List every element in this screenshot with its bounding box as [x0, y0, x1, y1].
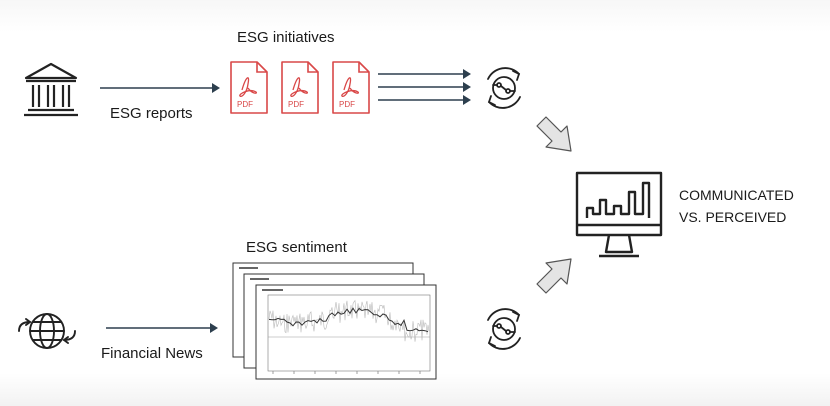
block-arrow-up: [536, 258, 572, 294]
esg-reports-label: ESG reports: [110, 105, 193, 122]
perceived-line: VS. PERCEIVED: [679, 209, 787, 225]
pdf-file-1-label: PDF: [237, 100, 253, 109]
globe-exchange-icon: [18, 313, 76, 349]
pdf-file-icon: PDF: [281, 61, 319, 114]
communicated-line: COMMUNICATED: [679, 187, 794, 203]
esg-initiatives-label: ESG initiatives: [237, 29, 335, 46]
financial-news-label: Financial News: [101, 345, 203, 362]
chart-page-front: [255, 284, 437, 380]
pdf-file-1: PDF: [228, 60, 270, 121]
pdf-file-icon: PDF: [230, 61, 268, 114]
sentiment-chart-stack: [232, 262, 437, 380]
communicated-vs-perceived-label: COMMUNICATED VS. PERCEIVED: [679, 184, 794, 228]
pdf-file-icon: PDF: [332, 61, 370, 114]
ai-processing-icon: [487, 308, 521, 350]
arrows-pdf-to-ai: [378, 69, 471, 105]
pdf-file-2: PDF: [279, 60, 321, 121]
block-arrow-down: [536, 116, 572, 152]
ai-processing-icon: [487, 67, 521, 109]
pdf-file-2-label: PDF: [288, 100, 304, 109]
pdf-file-3: PDF: [330, 60, 372, 121]
arrow-news: [106, 323, 218, 333]
pdf-file-3-label: PDF: [339, 100, 355, 109]
esg-sentiment-label: ESG sentiment: [246, 239, 347, 256]
bank-icon: [24, 62, 78, 117]
arrow-reports: [100, 83, 220, 93]
monitor-chart-icon: [575, 171, 663, 258]
